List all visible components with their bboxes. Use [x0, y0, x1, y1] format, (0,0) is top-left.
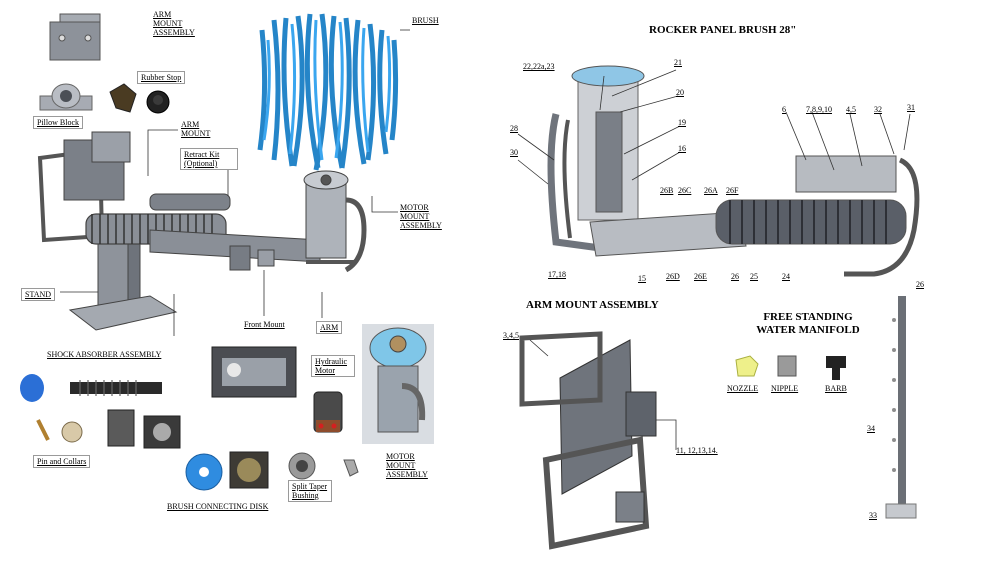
motor-mount-assembly-label: MOTOR MOUNT ASSEMBLY	[400, 203, 442, 230]
leader-lines	[60, 29, 911, 450]
arm-label: ARM	[316, 321, 343, 334]
rocker-panel-drawing	[547, 65, 920, 277]
callout: 26B	[660, 186, 674, 195]
split-taper-bushing-label: Split Taper Bushing	[288, 480, 332, 502]
motor-mount-photo	[362, 324, 434, 444]
callout: 28	[510, 124, 518, 133]
shock-absorber-assembly-label: SHOCK ABSORBER ASSEMBLY	[47, 350, 162, 359]
callout: 25	[750, 272, 758, 281]
callout: 30	[510, 148, 518, 157]
callout: 17,18	[548, 270, 566, 279]
callout: 21	[674, 58, 682, 67]
shock-absorber-parts	[20, 374, 181, 449]
rubber-stop-thumbnail	[109, 83, 170, 114]
callout: 3,4,5	[503, 331, 519, 340]
brush-photo	[256, 12, 402, 172]
hydraulic-motor-photo	[313, 391, 343, 433]
callout: 16	[678, 144, 686, 153]
callout: 4,5	[846, 105, 856, 114]
callout: 33	[869, 511, 877, 520]
pillow-block-thumbnail	[39, 83, 93, 111]
arm-mount-assembly-label: ARM MOUNT ASSEMBLY	[153, 10, 195, 37]
barb-label: BARB	[825, 384, 847, 393]
callout: 26A	[704, 186, 718, 195]
callout: 24	[782, 272, 790, 281]
retract-kit-label: Retract Kit (Optional)	[180, 148, 238, 170]
arm-mount-assembly-title: ARM MOUNT ASSEMBLY	[526, 299, 659, 311]
callout: 26	[731, 272, 739, 281]
callout: 7,8,9,10	[806, 105, 832, 114]
callout: 26E	[694, 272, 707, 281]
nozzle-label: NOZZLE	[727, 384, 759, 393]
callout: 11, 12,13,14.	[676, 446, 718, 455]
callout: 32	[874, 105, 882, 114]
pillow-block-label: Pillow Block	[33, 116, 84, 129]
callout: 26F	[726, 186, 739, 195]
callout: 20	[676, 88, 684, 97]
nipple-label: NIPPLE	[771, 384, 799, 393]
pin-and-collars-label: Pin and Collars	[33, 455, 91, 468]
callout: 22,22a,23	[523, 62, 555, 71]
brush-arm-assembly-drawing	[37, 131, 367, 331]
callout: 34	[867, 424, 875, 433]
front-mount-label: Front Mount	[244, 320, 285, 329]
motor-mount-assembly-label-2: MOTOR MOUNT ASSEMBLY	[386, 452, 428, 479]
callout: 15	[638, 274, 646, 283]
rocker-panel-title: ROCKER PANEL BRUSH 28"	[649, 24, 797, 36]
brush-connecting-disk-label: BRUSH CONNECTING DISK	[167, 502, 269, 511]
arm-mount-thumbnail	[49, 13, 101, 61]
brush-label: BRUSH	[412, 16, 439, 25]
rubber-stop-label: Rubber Stop	[137, 71, 186, 84]
callout: 26	[916, 280, 924, 289]
callout: 26D	[666, 272, 680, 281]
manifold-parts	[735, 296, 917, 519]
callout: 31	[907, 103, 915, 112]
arm-mount-assembly-drawing	[519, 331, 657, 550]
front-mount-photo	[211, 346, 297, 398]
arm-mount-label: ARM MOUNT	[181, 120, 211, 138]
callout: 26C	[678, 186, 692, 195]
hydraulic-motor-label: Hydraulic Motor	[311, 355, 355, 377]
callout: 19	[678, 118, 686, 127]
manifold-title: FREE STANDING WATER MANIFOLD	[756, 311, 860, 336]
stand-label: STAND	[21, 288, 56, 301]
callout: 6	[782, 105, 786, 114]
connecting-disk-parts	[185, 451, 359, 491]
